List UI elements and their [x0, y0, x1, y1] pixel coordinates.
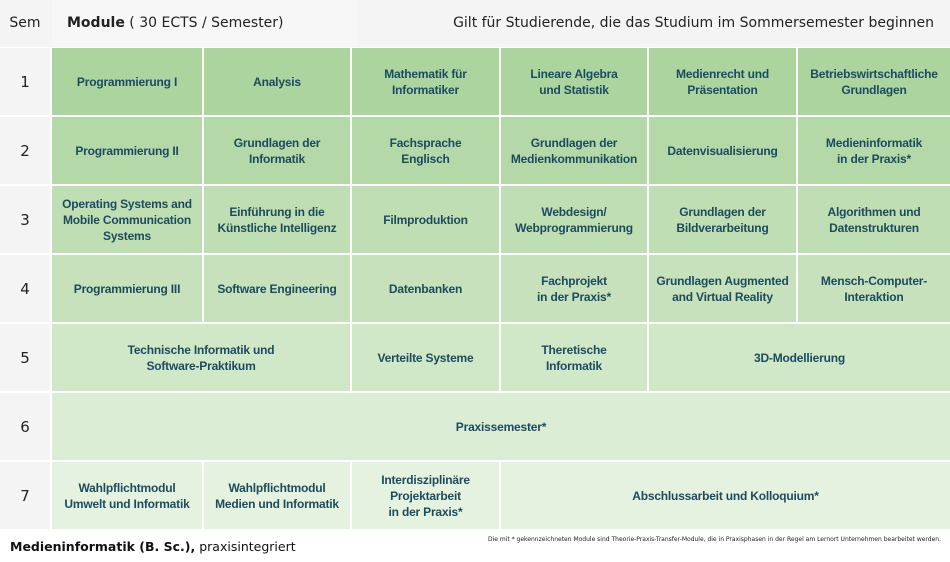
start-note: Gilt für Studierende, die das Studium im… — [453, 15, 934, 31]
module-cell: Datenbanken — [352, 255, 499, 322]
module-cell: Fachsprache Englisch — [352, 117, 499, 184]
module-cell: 3D-Modellierung — [649, 324, 950, 391]
sem-column-header: Sem — [9, 15, 41, 31]
module-cell: Grundlagen Augmented and Virtual Reality — [649, 255, 796, 322]
module-cell: Algorithmen und Datenstrukturen — [798, 186, 950, 253]
module-cell: Technische Informatik und Software-Prakt… — [52, 324, 350, 391]
module-cell: Praxissemester* — [52, 393, 950, 460]
footnote: Die mit * gekennzeichneten Module sind T… — [487, 536, 941, 543]
semester-number: 3 — [0, 186, 50, 253]
module-cell: Betriebswirtschaftliche Grundlagen — [798, 48, 950, 115]
program-title: Medieninformatik (B. Sc.), praxisintegri… — [10, 539, 296, 554]
module-cell: Analysis — [204, 48, 350, 115]
module-cell: Mathematik für Informatiker — [352, 48, 499, 115]
module-cell: Grundlagen der Medienkommunikation — [501, 117, 647, 184]
module-cell: Wahlpflichtmodul Umwelt und Informatik — [52, 462, 202, 529]
semester-number: 6 — [0, 393, 50, 460]
semester-number: 5 — [0, 324, 50, 391]
module-cell: Programmierung III — [52, 255, 202, 322]
module-cell: Mensch-Computer- Interaktion — [798, 255, 950, 322]
module-cell: Theretische Informatik — [501, 324, 647, 391]
semester-number: 4 — [0, 255, 50, 322]
module-cell: Programmierung II — [52, 117, 202, 184]
module-header-ects: ( 30 ECTS / Semester) — [124, 15, 284, 31]
module-header-bold: Module — [67, 15, 125, 31]
module-column-header: Module ( 30 ECTS / Semester) — [52, 0, 357, 47]
module-cell: Grundlagen der Bildverarbeitung — [649, 186, 796, 253]
module-cell: Datenvisualisierung — [649, 117, 796, 184]
module-cell: Grundlagen der Informatik — [204, 117, 350, 184]
module-cell: Wahlpflichtmodul Medien und Informatik — [204, 462, 350, 529]
module-cell: Fachprojekt in der Praxis* — [501, 255, 647, 322]
module-cell: Einführung in die Künstliche Intelligenz — [204, 186, 350, 253]
module-cell: Medienrecht und Präsentation — [649, 48, 796, 115]
module-cell: Medieninformatik in der Praxis* — [798, 117, 950, 184]
module-cell: Webdesign/ Webprogrammierung — [501, 186, 647, 253]
table-header: Sem Module ( 30 ECTS / Semester) Gilt fü… — [0, 0, 950, 47]
module-cell: Software Engineering — [204, 255, 350, 322]
module-cell: Operating Systems and Mobile Communicati… — [52, 186, 202, 253]
program-title-bold: Medieninformatik (B. Sc.), — [10, 539, 196, 554]
semester-number: 1 — [0, 48, 50, 115]
module-cell: Filmproduktion — [352, 186, 499, 253]
program-title-rest: praxisintegriert — [195, 539, 296, 554]
module-cell: Interdisziplinäre Projektarbeit in der P… — [352, 462, 499, 529]
module-cell: Programmierung I — [52, 48, 202, 115]
module-cell: Abschlussarbeit und Kolloquium* — [501, 462, 950, 529]
semester-number: 2 — [0, 117, 50, 184]
module-cell: Verteilte Systeme — [352, 324, 499, 391]
semester-number: 7 — [0, 462, 50, 529]
module-cell: Lineare Algebra und Statistik — [501, 48, 647, 115]
